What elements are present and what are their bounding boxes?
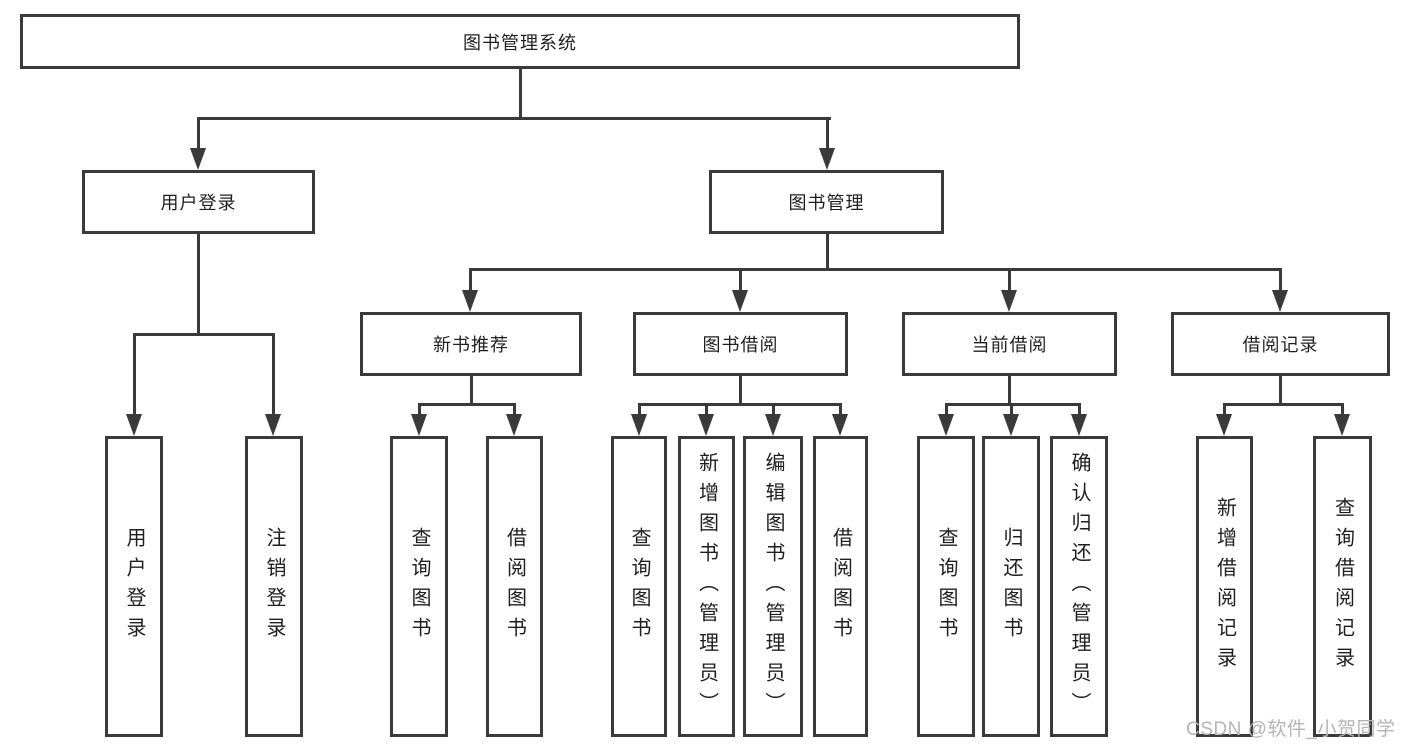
leaf-records-query-record: 查询借阅记录 [1313,436,1372,737]
connector-line [469,268,472,292]
connector-line [945,403,1081,406]
arrow-down-icon [265,414,281,436]
arrow-down-icon [819,148,835,170]
connector-line [1078,403,1081,416]
leaf-label: 新增图书（管理员） [695,451,718,722]
node-user-login: 用户登录 [82,170,315,234]
leaf-label: 编辑图书（管理员） [762,451,784,722]
arrow-down-icon [411,414,427,436]
connector-line [1279,268,1282,292]
node-current-borrowing: 当前借阅 [902,312,1117,376]
connector-line [839,403,842,416]
arrow-down-icon [506,414,522,436]
connector-line [470,374,473,406]
leaf-label: 查询图书 [628,526,650,647]
leaf-label: 确认归还（管理员） [1068,451,1090,722]
arrow-down-icon [190,148,206,170]
connector-line [826,117,829,150]
connector-line [1008,374,1011,406]
arrow-down-icon [1001,290,1017,312]
connector-line [638,403,842,406]
connector-line [1010,403,1013,416]
node-book-borrowing: 图书借阅 [633,312,848,376]
arrow-down-icon [1003,414,1019,436]
connector-line [826,232,829,270]
connector-line [705,403,708,416]
leaf-borrow-add-books-admin: 新增图书（管理员） [678,436,735,737]
connector-line [638,403,641,416]
arrow-down-icon [832,414,848,436]
leaf-current-query-books: 查询图书 [917,436,975,737]
connector-line [272,333,275,414]
connector-line [772,403,775,416]
connector-line [133,333,136,414]
connector-line [1341,403,1344,416]
leaf-current-confirm-return-admin: 确认归还（管理员） [1050,436,1108,737]
connector-line [133,333,275,336]
leaf-label: 借阅图书 [503,526,526,647]
arrow-down-icon [126,414,142,436]
arrow-down-icon [631,414,647,436]
leaf-current-return-books: 归还图书 [982,436,1040,737]
connector-line [945,403,948,416]
arrow-down-icon [1272,290,1288,312]
node-book-management: 图书管理 [709,170,944,234]
leaf-user-login: 用户登录 [105,436,163,737]
connector-line [197,117,200,150]
connector-line [739,268,742,292]
arrow-down-icon [462,290,478,312]
leaf-newbook-query-books: 查询图书 [390,436,448,737]
connector-line [739,374,742,406]
csdn-watermark: CSDN @软件_小贺同学 [1186,719,1396,740]
connector-line [1008,268,1011,292]
leaf-records-add-record: 新增借阅记录 [1196,436,1253,737]
node-borrowing-records: 借阅记录 [1171,312,1390,376]
connector-line [1279,374,1282,406]
leaf-borrow-borrow-books: 借阅图书 [813,436,868,737]
connector-line [469,268,1282,271]
arrow-down-icon [765,414,781,436]
connector-line [418,403,516,406]
leaf-label: 新增借阅记录 [1213,496,1236,677]
leaf-newbook-borrow-books: 借阅图书 [486,436,543,737]
node-root-system: 图书管理系统 [20,14,1020,69]
arrow-down-icon [698,414,714,436]
connector-line [197,232,200,335]
leaf-label: 查询图书 [408,526,430,647]
node-new-book-recommend: 新书推荐 [360,312,582,376]
leaf-label: 用户登录 [123,526,145,647]
leaf-borrow-edit-books-admin: 编辑图书（管理员） [743,436,803,737]
connector-line [519,68,522,119]
leaf-label: 借阅图书 [829,526,852,647]
leaf-label: 归还图书 [1000,526,1022,647]
connector-line [1223,403,1226,416]
connector-line [1223,403,1344,406]
leaf-label: 查询借阅记录 [1331,496,1354,677]
arrow-down-icon [1071,414,1087,436]
leaf-logout: 注销登录 [245,436,303,737]
connector-line [418,403,421,416]
arrow-down-icon [938,414,954,436]
arrow-down-icon [1216,414,1232,436]
arrow-down-icon [732,290,748,312]
connector-line [513,403,516,416]
leaf-borrow-query-books: 查询图书 [611,436,667,737]
leaf-label: 注销登录 [263,526,285,647]
leaf-label: 查询图书 [935,526,957,647]
arrow-down-icon [1334,414,1350,436]
connector-line [197,117,831,120]
